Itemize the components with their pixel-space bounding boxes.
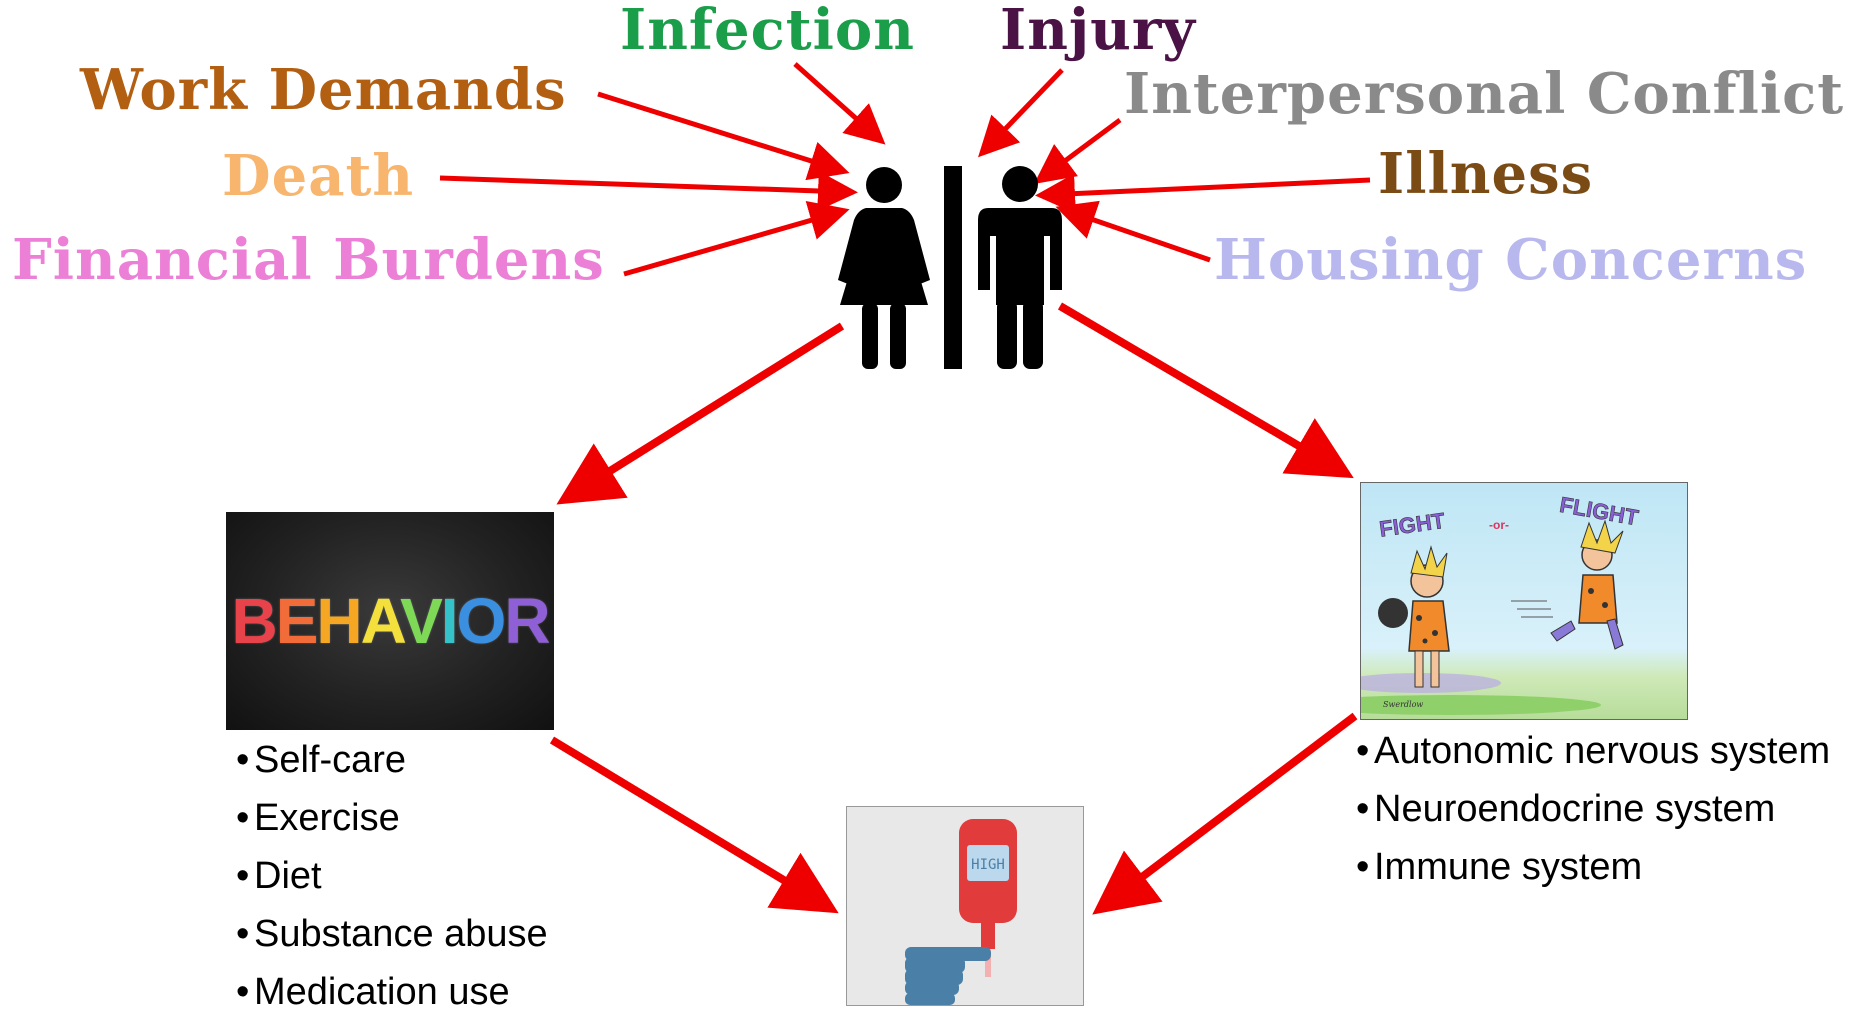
people-icon	[838, 166, 1062, 369]
or-title: -or-	[1489, 518, 1509, 532]
glucose-meter-image: HIGH	[846, 806, 1084, 1006]
behavior-letter: R	[504, 585, 550, 657]
fleeing-caveman	[1511, 519, 1624, 650]
fight-title: FIGHT	[1378, 508, 1447, 542]
stressor-death: Death	[222, 143, 415, 209]
list-item: •Immune system	[1356, 846, 1643, 888]
behavior-letter: H	[316, 585, 362, 657]
divider-bar	[944, 166, 962, 369]
list-item: •Medication use	[236, 971, 510, 1013]
meter-icon: HIGH	[959, 819, 1017, 977]
arrow-work-demands	[597, 91, 850, 181]
fight-or-flight-image: FIGHT -or- FLIGHT Swerdlow	[1360, 482, 1688, 720]
glucose-meter-drawing: HIGH	[905, 819, 1017, 1005]
behavior-letter: A	[360, 585, 402, 657]
list-item: •Exercise	[236, 797, 400, 839]
flight-title: FLIGHT	[1558, 492, 1641, 531]
arrow-financial-burdens	[623, 201, 850, 277]
arrow-illness	[1035, 173, 1371, 214]
grass-patch	[1361, 695, 1601, 715]
meter-display-text: HIGH	[971, 857, 1005, 873]
behavior-image: BEHAVIOR	[226, 512, 554, 730]
arrow-housing-concerns	[1055, 200, 1211, 263]
behavior-letter: I	[440, 585, 459, 657]
behavior-letter: E	[275, 585, 319, 657]
behavior-letter: B	[231, 585, 277, 657]
arrow-injury	[978, 68, 1064, 158]
arrow-physiology-to-meter	[1092, 712, 1358, 915]
fight-or-flight-drawing: FIGHT -or- FLIGHT Swerdlow	[1361, 492, 1641, 715]
finger-icon	[905, 947, 991, 1005]
arrow-infection	[793, 62, 886, 145]
physiology-list: •Autonomic nervous system •Neuroendocrin…	[1356, 722, 1830, 896]
woman-icon	[838, 167, 930, 369]
arrow-to-fight-flight	[1057, 302, 1354, 479]
behavior-letter: O	[456, 585, 507, 657]
list-item: •Neuroendocrine system	[1356, 788, 1776, 830]
stressor-injury: Injury	[1000, 0, 1196, 63]
artist-signature: Swerdlow	[1383, 700, 1423, 709]
fighting-caveman	[1378, 545, 1450, 688]
arrow-to-behavior	[556, 322, 845, 505]
behavior-chalk-word: BEHAVIOR	[226, 584, 554, 658]
behavior-list: •Self-care •Exercise •Diet •Substance ab…	[236, 731, 548, 1021]
list-item: •Autonomic nervous system	[1356, 730, 1831, 772]
arrow-death	[439, 170, 858, 211]
list-item: •Diet	[236, 855, 322, 897]
man-icon	[978, 166, 1062, 369]
stressor-work-demands: Work Demands	[80, 57, 567, 123]
arrow-interpersonal-conflict	[1033, 117, 1122, 184]
stressor-infection: Infection	[620, 0, 915, 63]
stressor-illness: Illness	[1378, 141, 1594, 207]
stressor-financial-burdens: Financial Burdens	[12, 227, 605, 293]
stressor-housing-concerns: Housing Concerns	[1214, 227, 1808, 293]
arrow-behavior-to-meter	[549, 736, 839, 914]
behavior-letter: V	[400, 585, 443, 657]
stressor-interpersonal-conflict: Interpersonal Conflict	[1124, 61, 1845, 127]
list-item: •Substance abuse	[236, 913, 548, 955]
list-item: •Self-care	[236, 739, 407, 781]
